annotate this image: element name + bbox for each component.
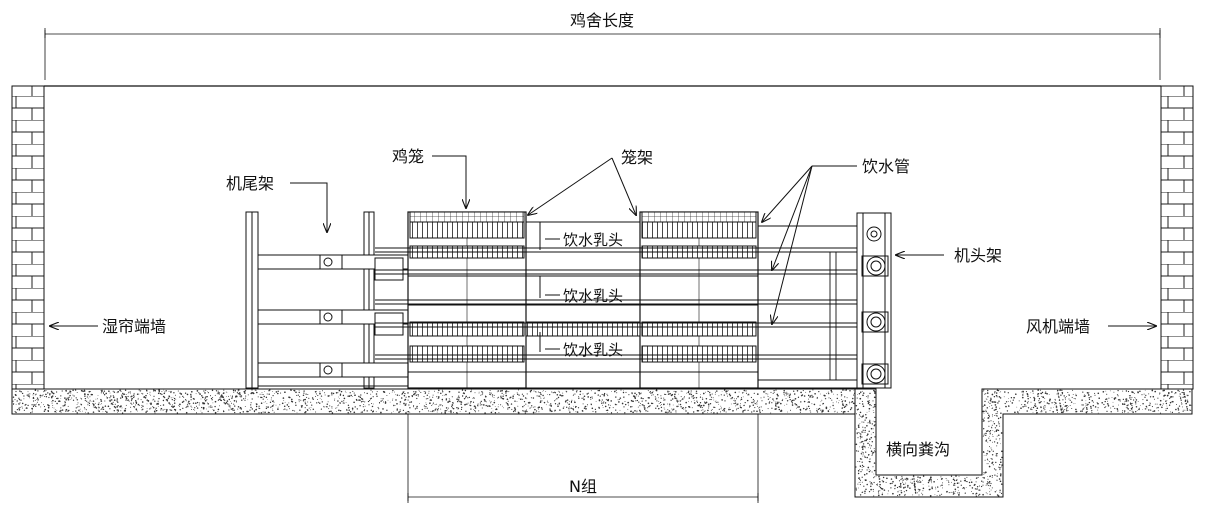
- right-brick-wall: [1160, 85, 1194, 390]
- house-length-label: 鸡舍长度: [570, 11, 634, 30]
- leader-lines: [50, 155, 1156, 350]
- n-groups-label: N组: [569, 477, 597, 496]
- tail-frame: [245, 211, 409, 389]
- nipple-label-bottom: 饮水乳头: [563, 341, 623, 359]
- concrete-speckle: [12, 389, 1192, 497]
- manure-ditch-label: 横向粪沟: [886, 440, 950, 459]
- head-frame-label: 机头架: [954, 246, 1002, 265]
- fan-wall-label: 风机端墙: [1026, 317, 1090, 336]
- water-pipe-label: 饮水管: [862, 157, 910, 176]
- tail-frame-label: 机尾架: [226, 174, 274, 193]
- nipple-label-top: 饮水乳头: [563, 231, 623, 249]
- nipple-label-middle: 饮水乳头: [563, 287, 623, 305]
- n-groups-dimension: [407, 414, 759, 503]
- head-frame: [856, 212, 892, 389]
- cage-label: 鸡笼: [392, 147, 424, 166]
- cage-frame-label: 笼架: [621, 148, 653, 167]
- water-pipes: [375, 225, 858, 389]
- ground-slab: [11, 388, 1193, 498]
- left-brick-wall: [11, 85, 45, 390]
- house-length-dimension: [44, 28, 1161, 80]
- cage-middle-section: [525, 221, 641, 389]
- pad-wall-label: 湿帘端墙: [102, 317, 166, 336]
